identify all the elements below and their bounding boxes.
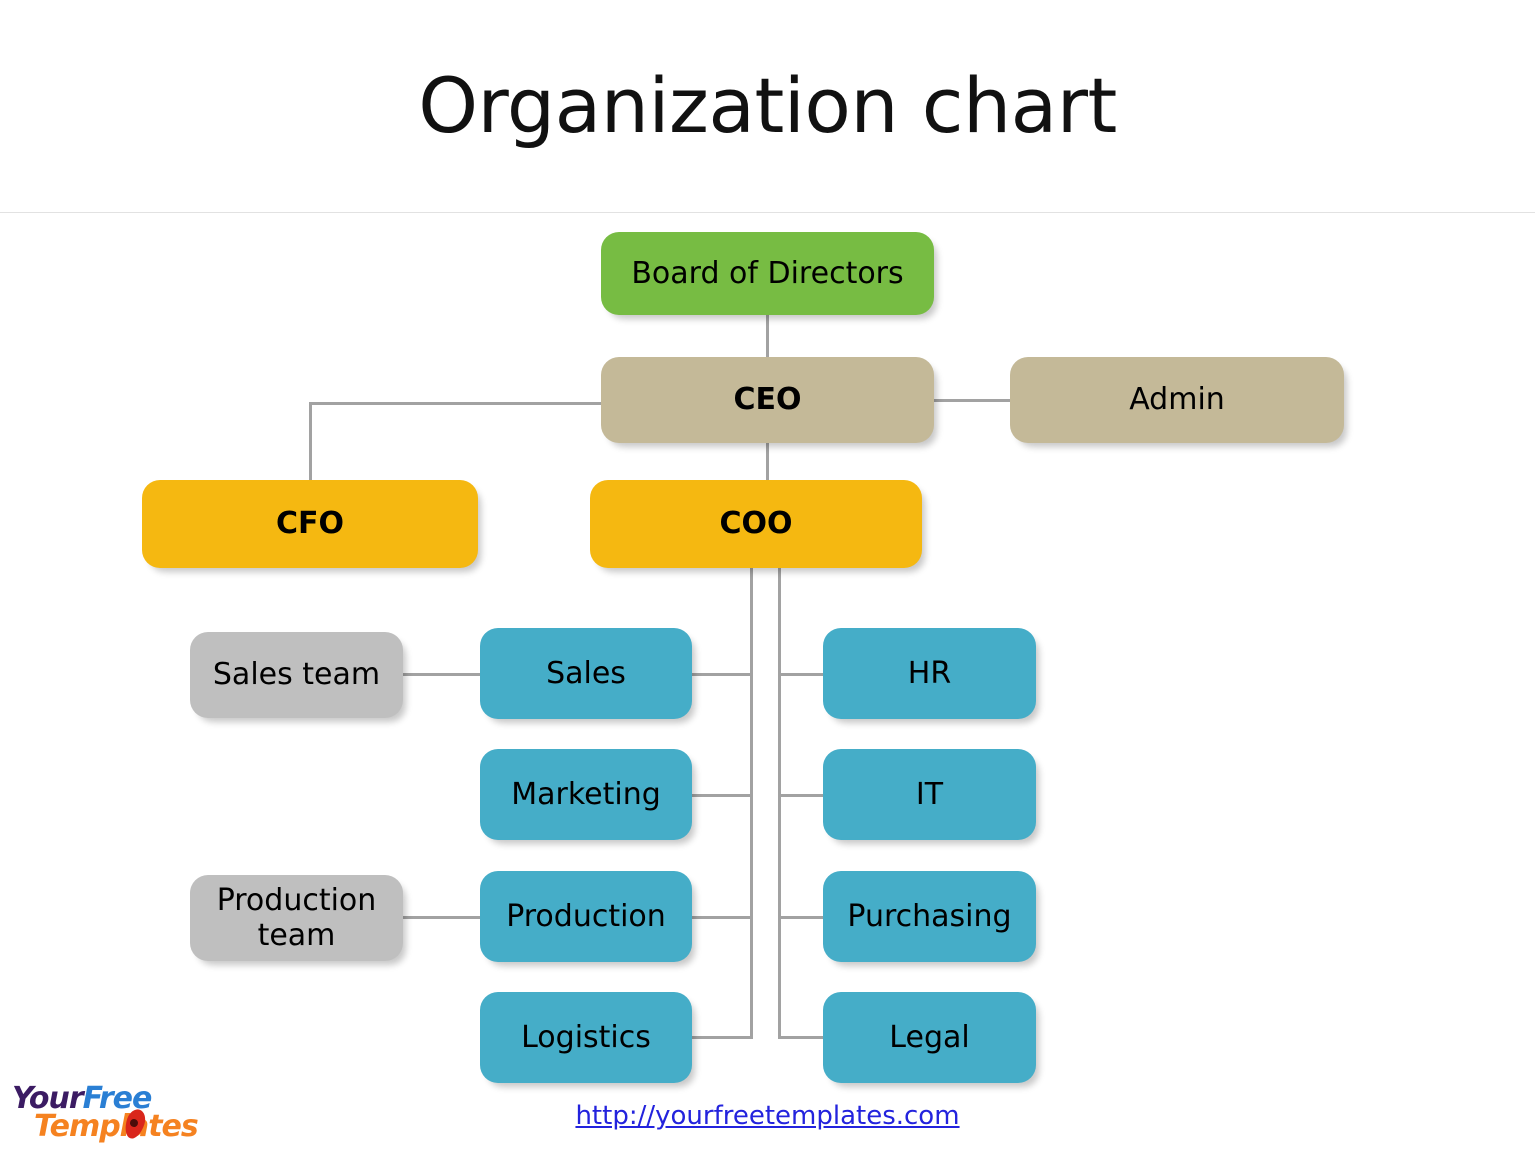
header-divider (0, 212, 1535, 213)
node-legal[interactable]: Legal (823, 992, 1036, 1083)
connector-trunk-to-legal (778, 1036, 825, 1039)
node-production[interactable]: Production (480, 871, 692, 962)
node-ceo[interactable]: CEO (601, 357, 934, 443)
connector-trunk-to-logistics (692, 1036, 753, 1039)
your-free-templates-logo: YourFree Templates (8, 1081, 218, 1147)
connector-board-to-ceo (766, 315, 769, 359)
connector-trunk-to-production (692, 916, 753, 919)
logo-word-templates: Templates (34, 1109, 199, 1144)
node-cfo[interactable]: CFO (142, 480, 478, 568)
connector-ceo-to-coo (766, 443, 769, 482)
node-logistics[interactable]: Logistics (480, 992, 692, 1083)
connector-ceo-to-cfo-horizontal (309, 402, 603, 405)
node-admin[interactable]: Admin (1010, 357, 1344, 443)
logo-word-your: Your (12, 1081, 84, 1116)
connector-trunk-to-marketing (692, 794, 753, 797)
connector-trunk-to-hr (778, 673, 825, 676)
connector-trunk-to-sales (692, 673, 753, 676)
node-purchasing[interactable]: Purchasing (823, 871, 1036, 962)
node-sales-team[interactable]: Sales team (190, 632, 403, 718)
connector-ceo-to-admin (934, 399, 1012, 402)
connector-trunk-to-it (778, 794, 825, 797)
node-production-team[interactable]: Production team (190, 875, 403, 961)
node-sales[interactable]: Sales (480, 628, 692, 719)
site-url-link[interactable]: http://yourfreetemplates.com (575, 1101, 960, 1131)
connector-sales-to-sales-team (403, 673, 481, 676)
connector-coo-trunk-right (778, 568, 781, 1038)
node-it[interactable]: IT (823, 749, 1036, 840)
connector-production-to-production-team (403, 916, 481, 919)
connector-coo-trunk-left (750, 568, 753, 1038)
page-title: Organization chart (418, 61, 1117, 150)
node-board-of-directors[interactable]: Board of Directors (601, 232, 934, 315)
connector-ceo-to-cfo-vertical (309, 402, 312, 482)
node-marketing[interactable]: Marketing (480, 749, 692, 840)
node-hr[interactable]: HR (823, 628, 1036, 719)
node-coo[interactable]: COO (590, 480, 922, 568)
connector-trunk-to-purchasing (778, 916, 825, 919)
